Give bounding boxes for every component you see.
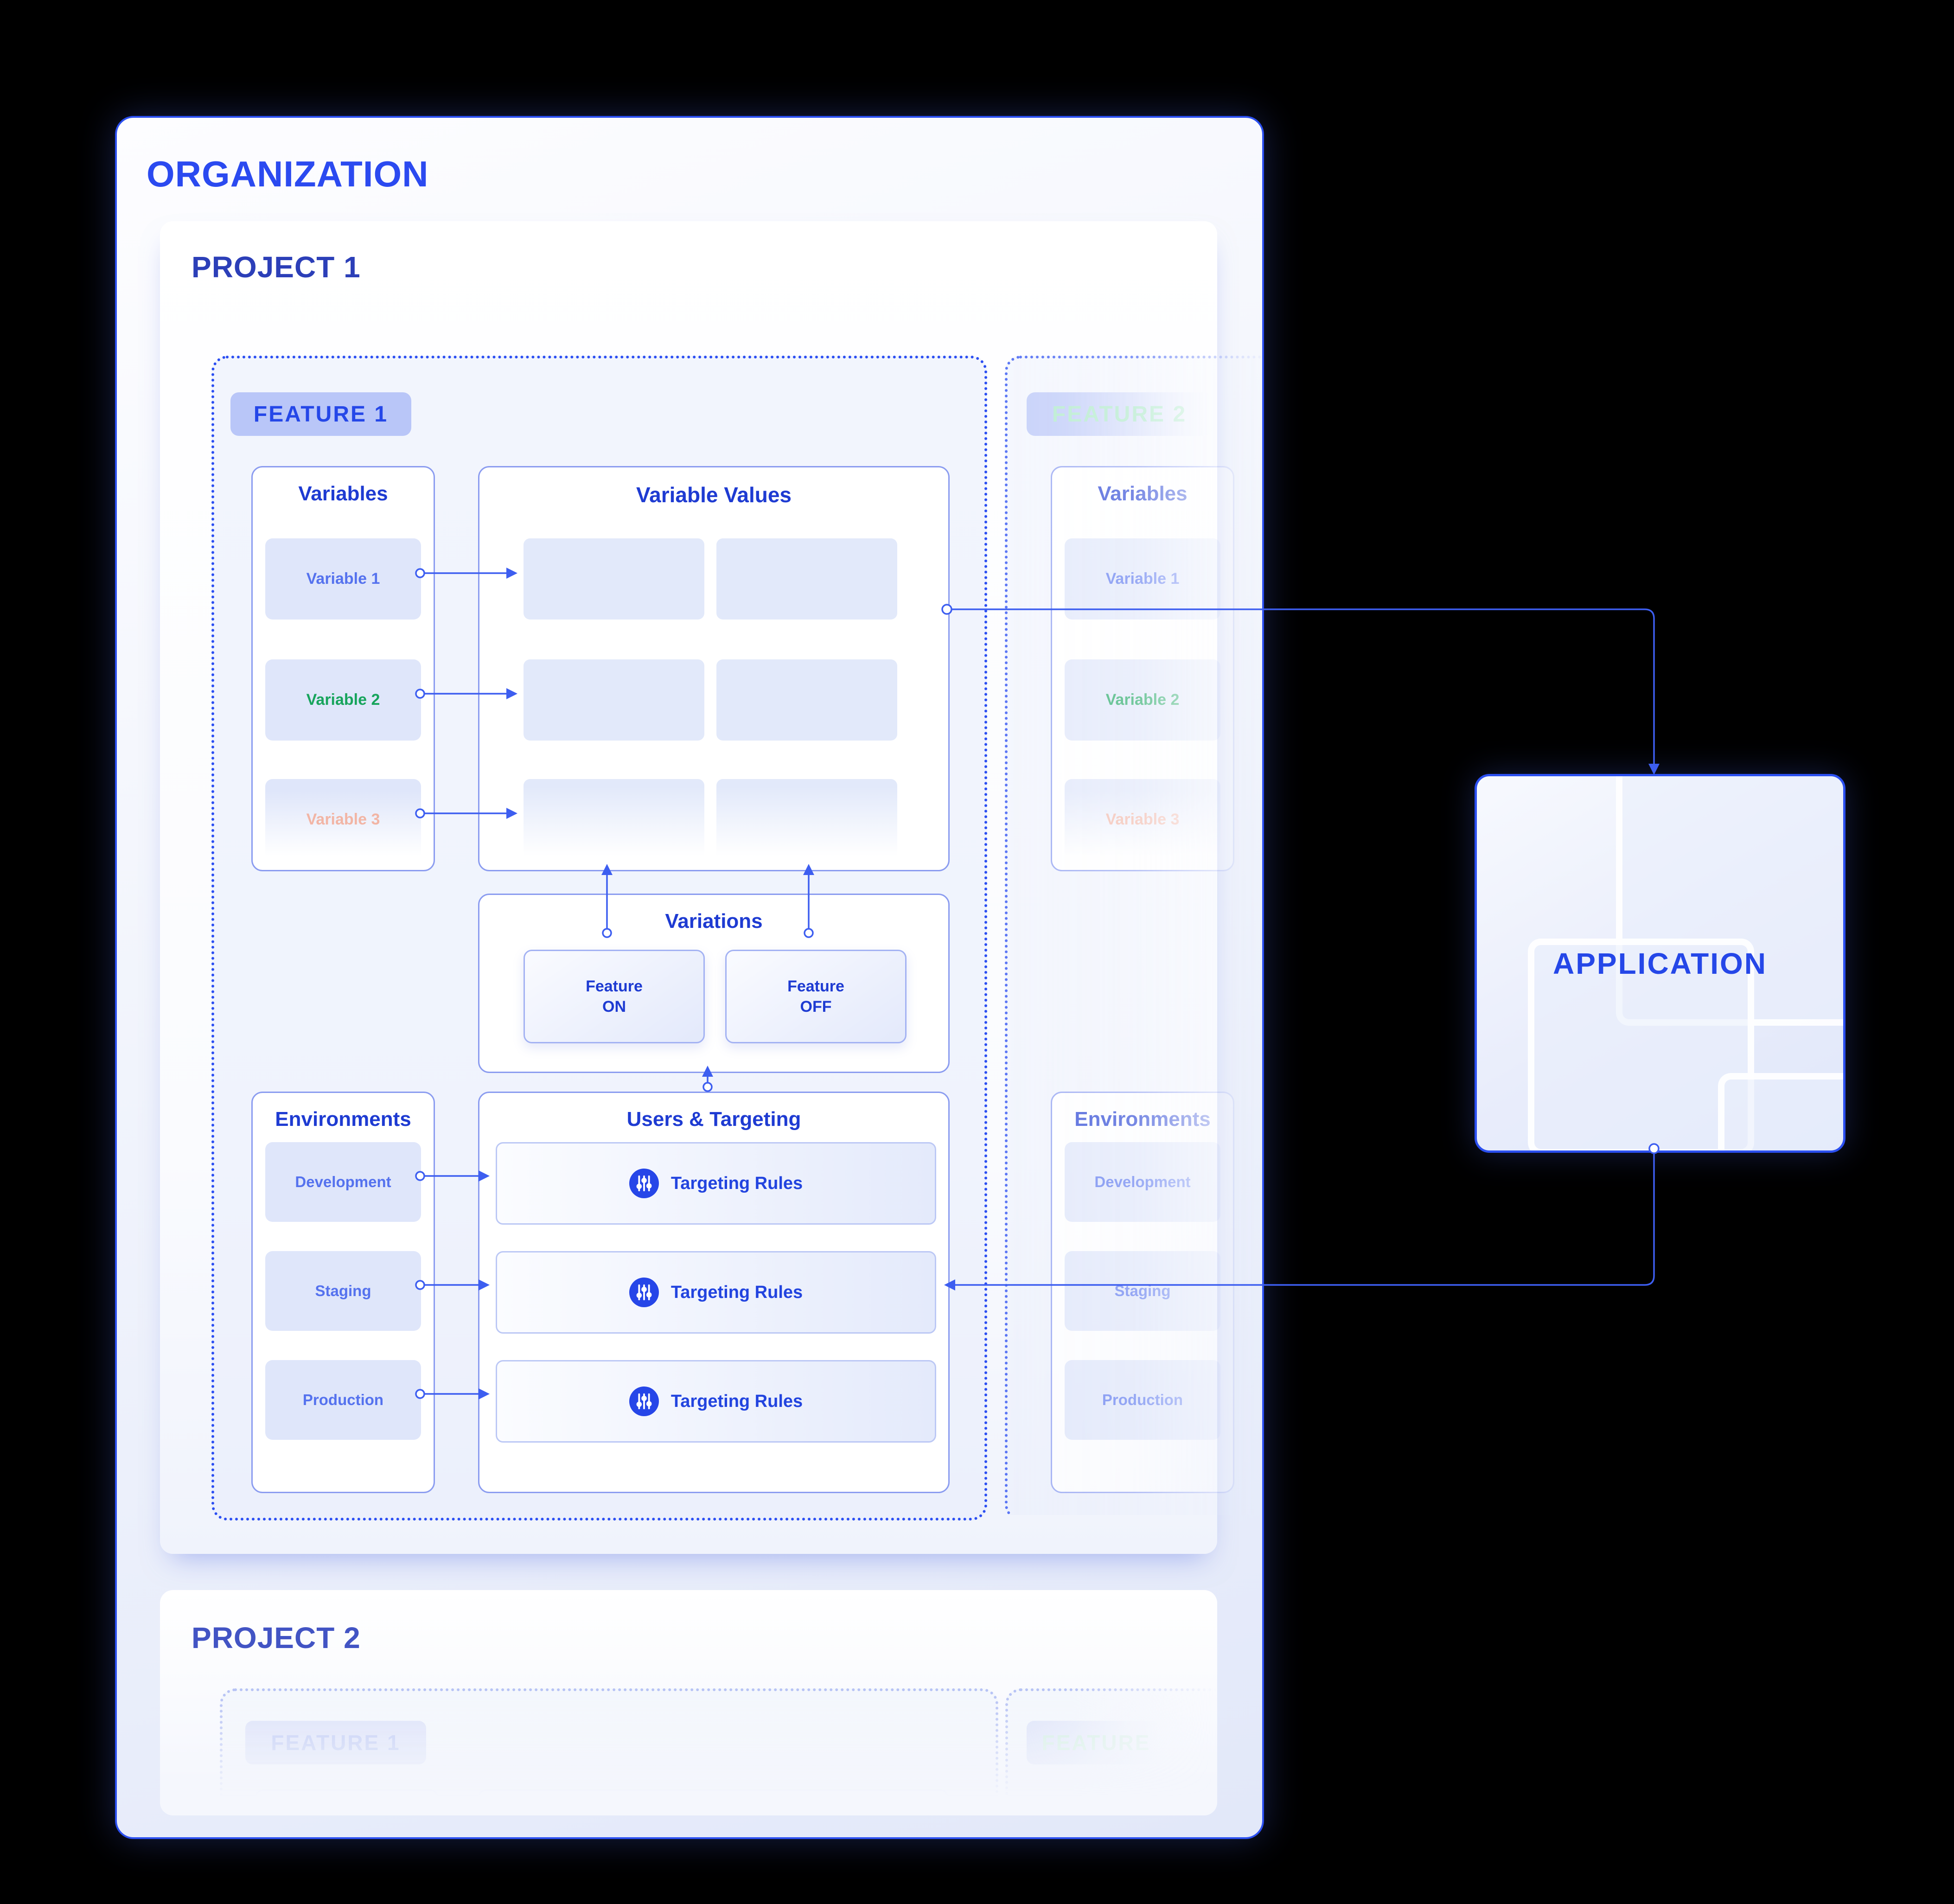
feature-off-line2: OFF	[800, 998, 832, 1016]
feature2-variable-3-label: Variable 3	[1105, 811, 1180, 828]
project2-feature1-box: FEATURE 1	[220, 1688, 998, 1815]
feature2-variable-1-label: Variable 1	[1105, 570, 1180, 588]
value-placeholder	[716, 538, 897, 620]
value-placeholder	[716, 779, 897, 860]
targeting-rules-label: Targeting Rules	[670, 1282, 803, 1302]
feature1-label-chip: FEATURE 1	[230, 392, 411, 436]
variable-2-label: Variable 2	[306, 691, 380, 709]
feature2-faded-column: FEATURE 2 Variables Variable 1 Variable …	[1005, 356, 1262, 1521]
environment-staging-label: Staging	[315, 1282, 371, 1299]
feature-on-line1: Feature	[586, 977, 643, 995]
users-targeting-title: Users & Targeting	[626, 1108, 801, 1131]
feature2-environment-staging-label: Staging	[1114, 1282, 1171, 1299]
value-placeholder	[524, 779, 704, 860]
feature2-environments-title: Environments	[1074, 1108, 1211, 1131]
project1-box: PROJECT 1 FEATURE 1 Variables Variable 1…	[160, 221, 1262, 1554]
feature-off-box: Feature OFF	[725, 950, 907, 1043]
feature1-box: FEATURE 1 Variables Variable 1 Variable …	[211, 356, 987, 1521]
value-placeholder	[524, 659, 704, 741]
environments-panel: Environments Development Staging Product…	[251, 1092, 435, 1493]
feature-on-line2: ON	[602, 998, 626, 1016]
project2-feature2-box: FEATURE	[1005, 1688, 1217, 1815]
feature2-environment-production-label: Production	[1102, 1391, 1183, 1408]
variations-panel: Variations Feature ON Feature OFF	[478, 894, 950, 1073]
targeting-rules-row: Targeting Rules	[496, 1251, 936, 1334]
targeting-rules-label: Targeting Rules	[670, 1173, 803, 1193]
feature2-box: FEATURE 2 Variables Variable 1 Variable …	[1005, 356, 1262, 1521]
project2-faded-content: FEATURE 1 FEATURE	[160, 1590, 1217, 1815]
project2-feature1-label: FEATURE 1	[271, 1731, 401, 1755]
variable-1-chip: Variable 1	[265, 538, 421, 620]
sliders-icon	[629, 1386, 659, 1416]
feature2-variable-3-chip: Variable 3	[1065, 779, 1220, 860]
feature2-variables-title: Variables	[1098, 482, 1188, 505]
variable-3-label: Variable 3	[306, 811, 380, 828]
app-decor-shape	[1718, 1073, 1843, 1150]
users-targeting-panel: Users & Targeting Targeting Rules	[478, 1092, 950, 1493]
project2-box: PROJECT 2 FEATURE 1 FEATURE	[160, 1590, 1217, 1815]
feature2-label-chip: FEATURE 2	[1027, 392, 1212, 436]
targeting-rules-row: Targeting Rules	[496, 1142, 936, 1225]
application-title: APPLICATION	[1552, 946, 1768, 980]
project2-feature2-label: FEATURE	[1041, 1731, 1151, 1755]
environment-production-label: Production	[302, 1391, 384, 1408]
feature2-variable-2-label: Variable 2	[1105, 691, 1180, 709]
feature2-environment-development-chip: Development	[1065, 1142, 1220, 1222]
sliders-icon	[629, 1169, 659, 1198]
feature2-variable-2-chip: Variable 2	[1065, 659, 1220, 741]
feature2-environments-panel: Environments Development Staging Product…	[1051, 1092, 1234, 1493]
project2-feature1-label-chip: FEATURE 1	[245, 1721, 426, 1764]
feature2-environment-development-label: Development	[1094, 1173, 1191, 1190]
project2-feature2-label-chip: FEATURE	[1027, 1721, 1166, 1764]
variations-title: Variations	[665, 910, 763, 933]
variables-title: Variables	[298, 482, 388, 505]
faded-panel-hint	[478, 1789, 949, 1815]
environments-title: Environments	[275, 1108, 411, 1131]
project2-title: PROJECT 2	[192, 1621, 361, 1655]
feature2-label: FEATURE 2	[1052, 402, 1187, 427]
variable-3-chip: Variable 3	[265, 779, 421, 860]
app-decor-shape	[1528, 939, 1754, 1150]
environment-staging-chip: Staging	[265, 1251, 421, 1331]
value-placeholder	[524, 538, 704, 620]
environment-development-label: Development	[295, 1173, 391, 1190]
feature-on-box: Feature ON	[524, 950, 705, 1043]
sliders-icon	[629, 1278, 659, 1307]
targeting-rules-row: Targeting Rules	[496, 1360, 936, 1443]
variable-1-label: Variable 1	[306, 570, 380, 588]
organization-title: ORGANIZATION	[147, 153, 429, 194]
feature2-variables-panel: Variables Variable 1 Variable 2 Variable…	[1051, 466, 1234, 871]
feature-off-line1: Feature	[787, 977, 844, 995]
feature2-variable-1-chip: Variable 1	[1065, 538, 1220, 620]
targeting-rules-label: Targeting Rules	[670, 1391, 803, 1411]
variables-panel: Variables Variable 1 Variable 2 Variable…	[251, 466, 435, 871]
variable-values-title: Variable Values	[636, 483, 792, 507]
feature2-environment-production-chip: Production	[1065, 1360, 1220, 1440]
faded-panel-hint	[255, 1789, 439, 1815]
feature1-label: FEATURE 1	[253, 402, 389, 427]
feature2-environment-staging-chip: Staging	[1065, 1251, 1220, 1331]
application-box: APPLICATION	[1475, 774, 1845, 1153]
project1-title: PROJECT 1	[192, 250, 361, 284]
environment-development-chip: Development	[265, 1142, 421, 1222]
variable-values-panel: Variable Values	[478, 466, 950, 871]
variable-2-chip: Variable 2	[265, 659, 421, 741]
organization-box: ORGANIZATION PROJECT 1 FEATURE 1 Variabl…	[115, 116, 1264, 1839]
value-placeholder	[716, 659, 897, 741]
environment-production-chip: Production	[265, 1360, 421, 1440]
